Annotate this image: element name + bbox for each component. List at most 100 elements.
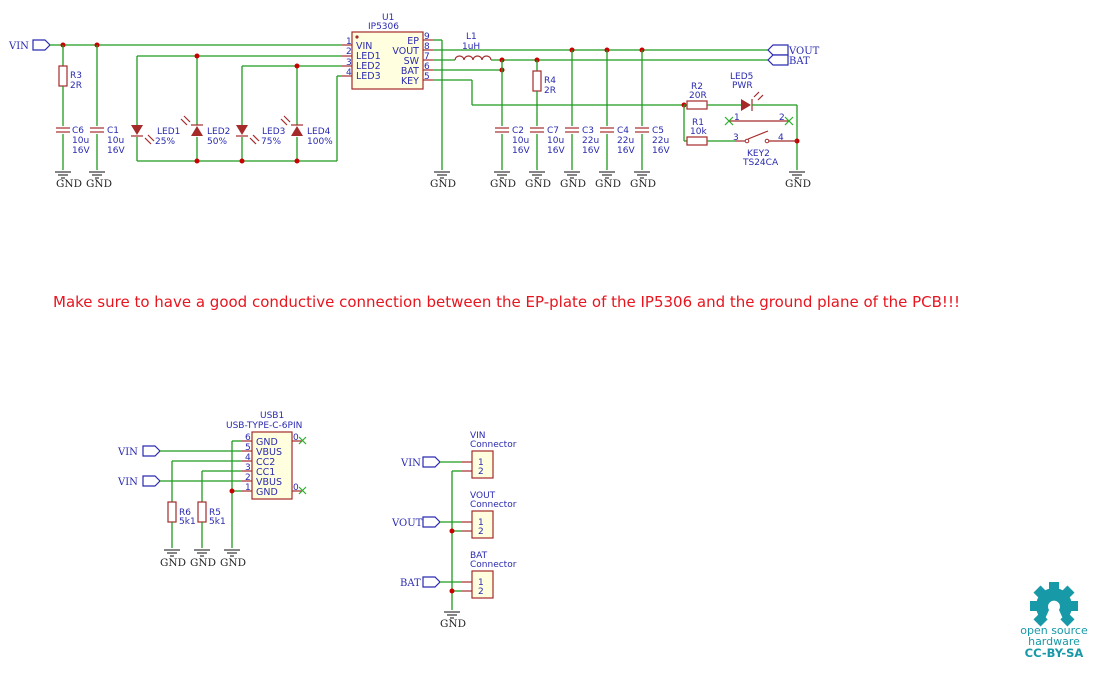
svg-text:VBUS: VBUS: [256, 477, 282, 488]
connector-vin: VIN Connector VIN 1 2: [400, 431, 517, 479]
svg-text:VOUT: VOUT: [788, 46, 820, 57]
svg-text:C4: C4: [617, 126, 629, 136]
capacitor-c3: GND C3 22u 16V: [560, 50, 600, 190]
svg-text:16V: 16V: [652, 146, 670, 156]
svg-text:CC1: CC1: [256, 467, 275, 478]
svg-text:1: 1: [734, 113, 740, 123]
svg-text:LED2: LED2: [356, 61, 381, 72]
resistor-r3: R3 2R: [58, 45, 82, 126]
svg-text:LED3: LED3: [356, 71, 381, 82]
svg-text:GND: GND: [440, 618, 466, 630]
svg-text:C6: C6: [72, 126, 84, 136]
svg-text:2R: 2R: [544, 86, 556, 96]
svg-text:GND: GND: [595, 178, 621, 190]
capacitor-c6: GND C6 10u 16V: [54, 126, 90, 190]
svg-text:2: 2: [478, 527, 484, 537]
svg-text:PWR: PWR: [732, 81, 753, 91]
svg-text:R2: R2: [691, 82, 703, 92]
svg-text:VOUT: VOUT: [391, 518, 423, 529]
svg-text:LED3: LED3: [262, 127, 285, 137]
led-led4: LED4 100%: [280, 115, 333, 147]
svg-text:8: 8: [424, 42, 430, 52]
usb-c-connector-usb1: USB1 USB-TYPE-C-6PIN 6 5 4 3 2 1 GND VBU…: [226, 411, 307, 500]
svg-text:VIN: VIN: [400, 458, 421, 469]
svg-text:R4: R4: [544, 76, 556, 86]
svg-text:R5: R5: [209, 508, 221, 518]
svg-text:GND: GND: [785, 178, 811, 190]
capacitor-c2: GND C2 10u 16V: [490, 126, 530, 190]
svg-text:GND: GND: [160, 557, 186, 569]
gear-icon: [1030, 582, 1078, 627]
svg-text:VIN: VIN: [470, 431, 486, 441]
svg-text:C2: C2: [512, 126, 524, 136]
svg-text:KEY2: KEY2: [747, 149, 770, 159]
svg-text:BAT: BAT: [400, 578, 421, 589]
svg-text:2: 2: [478, 467, 484, 477]
svg-text:LED5: LED5: [730, 72, 753, 82]
svg-text:16V: 16V: [582, 146, 600, 156]
svg-text:2: 2: [478, 587, 484, 597]
capacitor-c7: GND C7 10u 16V: [525, 126, 565, 190]
led-led2: LED2 50%: [180, 115, 230, 147]
svg-text:16V: 16V: [512, 146, 530, 156]
svg-text:R3: R3: [70, 71, 82, 81]
svg-text:10k: 10k: [690, 127, 707, 137]
svg-text:R6: R6: [179, 508, 191, 518]
svg-text:5: 5: [245, 443, 251, 453]
vin-hier-label-top: VIN: [8, 39, 51, 52]
svg-text:KEY: KEY: [401, 76, 419, 87]
svg-text:GND: GND: [190, 557, 216, 569]
oshw-text-line1: open source: [1020, 624, 1088, 637]
inductor-l1: L1 1uH: [454, 32, 492, 61]
led-led3: LED3 75%: [236, 125, 285, 147]
svg-text:VIN: VIN: [356, 41, 372, 52]
vin-hier-label-usb-1: VIN: [117, 445, 161, 458]
svg-text:4: 4: [346, 68, 352, 78]
svg-text:2R: 2R: [70, 81, 82, 91]
svg-text:5: 5: [424, 72, 430, 82]
svg-text:GND: GND: [525, 178, 551, 190]
svg-text:2: 2: [779, 113, 785, 123]
resistor-r1: R1 10k: [686, 118, 708, 146]
connector-vout: VOUT Connector VOUT 1 2: [391, 491, 517, 539]
svg-text:GND: GND: [220, 557, 246, 569]
resistor-r2: R2 20R: [686, 82, 708, 110]
svg-text:GND: GND: [86, 178, 112, 190]
svg-text:LED1: LED1: [157, 127, 180, 137]
svg-text:1: 1: [346, 37, 352, 47]
svg-text:6: 6: [424, 62, 430, 72]
svg-text:L1: L1: [466, 32, 477, 42]
svg-text:1uH: 1uH: [462, 42, 480, 52]
svg-text:EP: EP: [407, 36, 419, 47]
svg-text:3: 3: [245, 463, 251, 473]
svg-text:1: 1: [478, 578, 484, 588]
oshw-logo: open source hardware CC-BY-SA: [1014, 580, 1094, 660]
svg-text:LED4: LED4: [307, 127, 331, 137]
svg-text:3: 3: [733, 133, 739, 143]
svg-text:22u: 22u: [652, 136, 669, 146]
vout-hier-label: VOUT: [767, 44, 820, 57]
svg-text:0: 0: [293, 433, 299, 443]
svg-text:10u: 10u: [512, 136, 529, 146]
svg-text:R1: R1: [692, 118, 704, 128]
resistor-r5: GND R5 5k1: [190, 501, 226, 569]
svg-text:GND: GND: [630, 178, 656, 190]
svg-text:16V: 16V: [547, 146, 565, 156]
svg-text:C1: C1: [107, 126, 119, 136]
svg-text:22u: 22u: [582, 136, 599, 146]
capacitor-c4: GND C4 22u 16V: [595, 50, 635, 190]
ep-plate-warning-note: Make sure to have a good conductive conn…: [53, 293, 960, 311]
svg-text:USB1: USB1: [260, 411, 284, 421]
switch-key2: 1 2 3 4 KEY2 TS24CA: [724, 113, 797, 168]
svg-text:U1: U1: [382, 13, 394, 23]
svg-text:25%: 25%: [155, 137, 175, 147]
svg-text:10u: 10u: [72, 136, 89, 146]
svg-text:7: 7: [424, 52, 430, 62]
svg-text:10u: 10u: [547, 136, 564, 146]
svg-text:CC2: CC2: [256, 457, 275, 468]
capacitor-c1: GND C1 10u 16V: [86, 45, 125, 190]
svg-text:2: 2: [346, 47, 352, 57]
svg-text:USB-TYPE-C-6PIN: USB-TYPE-C-6PIN: [226, 421, 302, 431]
oshw-text-line2: hardware: [1028, 635, 1080, 648]
bat-hier-label: BAT: [767, 54, 810, 67]
